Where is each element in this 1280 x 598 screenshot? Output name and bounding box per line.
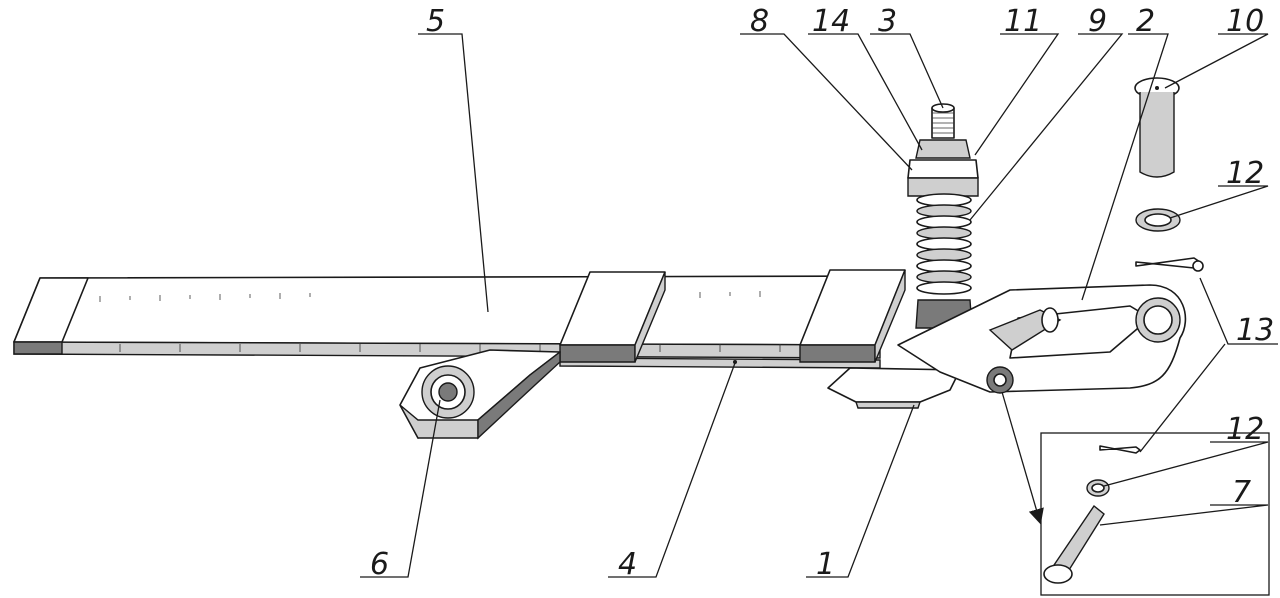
u-link: [897, 284, 1187, 394]
spring-coil: [916, 215, 972, 229]
callout-4: 4: [618, 547, 637, 582]
callout-14: 14: [812, 4, 850, 39]
callout-3: 3: [878, 4, 897, 39]
callout-9: 9: [1088, 4, 1107, 39]
callout-6: 6: [370, 547, 389, 582]
support-shoe: [827, 367, 961, 409]
leaf-clamp-center: [559, 271, 666, 363]
spring-coil: [916, 193, 972, 207]
spring-coil: [916, 237, 972, 251]
callout-12-inset: 12: [1226, 412, 1264, 447]
callout-13: 13: [1236, 313, 1274, 348]
leaf-spring: [13, 275, 901, 369]
coil-spring-bolt: [907, 103, 979, 329]
spring-coil: [916, 259, 972, 273]
pin-10: [1134, 77, 1180, 178]
leaf-clamp-right: [799, 269, 906, 363]
callout-2: 2: [1136, 4, 1155, 39]
callout-1: 1: [816, 547, 835, 582]
callout-10: 10: [1226, 4, 1264, 39]
spring-coil: [916, 281, 972, 295]
callout-7: 7: [1232, 475, 1251, 510]
callout-8: 8: [750, 4, 769, 39]
detail-inset: [1040, 432, 1270, 596]
eye-bracket: [399, 349, 561, 440]
callout-5: 5: [426, 4, 445, 39]
callout-leaders: [360, 33, 1278, 578]
cotter-pin-13-top: [1135, 257, 1204, 272]
washer-12-top: [1135, 208, 1181, 232]
callout-numbers: 5 8 14 3 11 9 2 10 12 13 12 7 6 4 1: [370, 4, 1274, 582]
leaf-end-block: [13, 277, 89, 355]
callout-11: 11: [1004, 4, 1042, 39]
callout-12-top: 12: [1226, 156, 1264, 191]
